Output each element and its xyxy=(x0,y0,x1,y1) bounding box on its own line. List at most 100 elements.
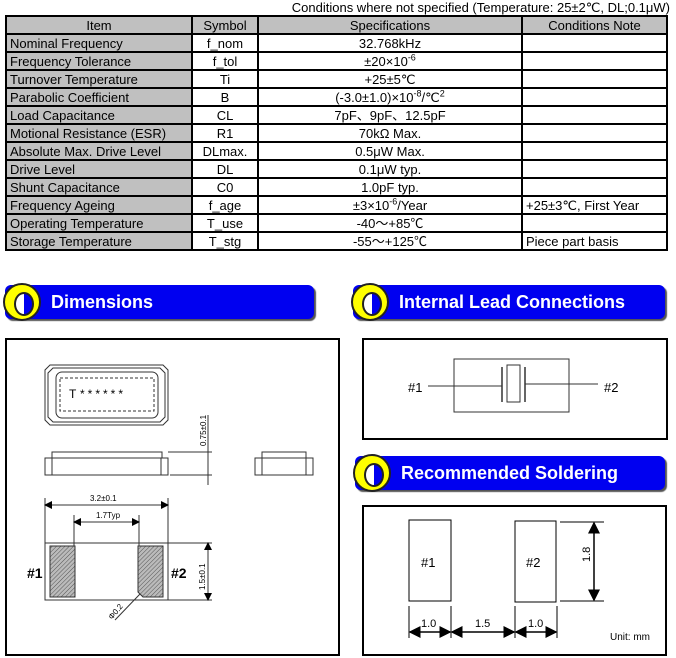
spec-text: 0.1μW typ. xyxy=(358,161,422,177)
item-cell: Frequency Tolerance xyxy=(5,51,193,71)
marking-first-char: T xyxy=(69,387,77,401)
section-bullet-icon xyxy=(351,283,389,321)
symbol-cell: R1 xyxy=(191,123,259,143)
symbol-cell: CL xyxy=(191,105,259,125)
symbol-cell: f_tol xyxy=(191,51,259,71)
pad-gap-dimension: 1.7Typ xyxy=(96,511,121,520)
spec-cell: 0.5μW Max. xyxy=(257,141,523,161)
soldering-banner: Recommended Soldering xyxy=(353,454,665,492)
dimensions-drawing-box xyxy=(5,338,340,656)
symbol-cell: T_stg xyxy=(191,231,259,251)
pin2-label: #2 xyxy=(171,565,187,581)
item-cell: Storage Temperature xyxy=(5,231,193,251)
spec-cell: 70kΩ Max. xyxy=(257,123,523,143)
table-row: Motional Resistance (ESR)R1 70kΩ Max. xyxy=(5,123,668,143)
spec-exponent: -6 xyxy=(407,52,416,63)
item-cell: Motional Resistance (ESR) xyxy=(5,123,193,143)
pin1-label: #1 xyxy=(27,565,43,581)
soldering-title: Recommended Soldering xyxy=(401,463,619,483)
item-cell: Shunt Capacitance xyxy=(5,177,193,197)
spec-cell: 32.768kHz xyxy=(257,33,523,53)
symbol-cell: B xyxy=(191,87,259,107)
symbol-cell: Ti xyxy=(191,69,259,89)
dimensions-title: Dimensions xyxy=(51,292,154,312)
crystal-schematic-symbol xyxy=(428,358,598,413)
spec-text: /℃ xyxy=(421,89,440,105)
note-cell xyxy=(521,33,668,53)
spec-text: -55～+125℃ xyxy=(352,233,428,249)
note-cell xyxy=(521,213,668,233)
item-cell: Parabolic Coefficient xyxy=(5,87,193,107)
symbol-cell: DL xyxy=(191,159,259,179)
note-cell xyxy=(521,123,668,143)
spec-exponent: -8 xyxy=(413,88,422,99)
item-cell: Operating Temperature xyxy=(5,213,193,233)
internal-pin2-label: #2 xyxy=(604,380,618,395)
package-top-view xyxy=(44,364,169,426)
spec-cell: ±3×10-6/Year xyxy=(257,195,523,215)
conditions-note: Conditions where not specified (Temperat… xyxy=(291,0,670,15)
spec-cell: -55～+125℃ xyxy=(257,231,523,251)
header-symbol: Symbol xyxy=(191,15,259,35)
section-bullet-icon xyxy=(3,283,41,321)
note-cell xyxy=(521,51,668,71)
spec-text: 0.5μW Max. xyxy=(355,143,425,159)
pad1-label: #1 xyxy=(421,555,435,570)
spec-cell: +25±5℃ xyxy=(257,69,523,89)
symbol-cell: f_nom xyxy=(191,33,259,53)
note-cell xyxy=(521,141,668,161)
package-side-view xyxy=(44,415,314,485)
item-cell: Load Capacitance xyxy=(5,105,193,125)
section-bullet-icon xyxy=(353,454,391,492)
note-cell: Piece part basis xyxy=(521,231,668,251)
height-dimension: 0.75±0.1 xyxy=(199,414,208,446)
dimensions-banner: Dimensions xyxy=(3,283,314,321)
header-conditions-note: Conditions Note xyxy=(521,15,668,35)
spec-cell: -40～+85℃ xyxy=(257,213,523,233)
symbol-cell: C0 xyxy=(191,177,259,197)
header-specifications: Specifications xyxy=(257,15,523,35)
item-cell: Drive Level xyxy=(5,159,193,179)
spec-text: /Year xyxy=(397,197,428,213)
note-cell xyxy=(521,177,668,197)
soldering-pattern xyxy=(408,519,604,638)
pad1-width-dimension: 1.0 xyxy=(421,618,436,630)
spec-text: -40～+85℃ xyxy=(356,215,424,231)
note-cell xyxy=(521,105,668,125)
corner-dimension: Φ0.2 xyxy=(107,602,125,622)
width-dimension: 1.5±0.1 xyxy=(198,563,207,590)
internal-pin1-label: #1 xyxy=(408,380,422,395)
internal-lead-title: Internal Lead Connections xyxy=(399,292,626,312)
table-header-row: Item Symbol Specifications Conditions No… xyxy=(5,15,668,35)
specifications-table: Item Symbol Specifications Conditions No… xyxy=(5,15,668,251)
spec-cell: 0.1μW typ. xyxy=(257,159,523,179)
spec-cell: ±20×10-6 xyxy=(257,51,523,71)
spec-text: +25±5℃ xyxy=(364,71,416,87)
pad-gap-dimension: 1.5 xyxy=(475,618,490,630)
spec-cell: 7pF、9pF、12.5pF xyxy=(257,105,523,125)
note-cell: +25±3℃, First Year xyxy=(521,195,668,215)
length-dimension: 3.2±0.1 xyxy=(90,494,117,503)
spec-text: 70kΩ Max. xyxy=(358,125,422,141)
package-bottom-view xyxy=(44,498,212,621)
spec-cell: (-3.0±1.0)×10-8/℃2 xyxy=(257,87,523,107)
symbol-cell: DLmax. xyxy=(191,141,259,161)
spec-text: 7pF、9pF、12.5pF xyxy=(334,107,446,123)
symbol-cell: T_use xyxy=(191,213,259,233)
spec-text: ±3×10 xyxy=(352,197,390,213)
pad-height-dimension: 1.8 xyxy=(581,547,593,562)
spec-exponent: -6 xyxy=(389,196,398,207)
note-cell xyxy=(521,69,668,89)
unit-label: Unit: mm xyxy=(610,632,650,643)
